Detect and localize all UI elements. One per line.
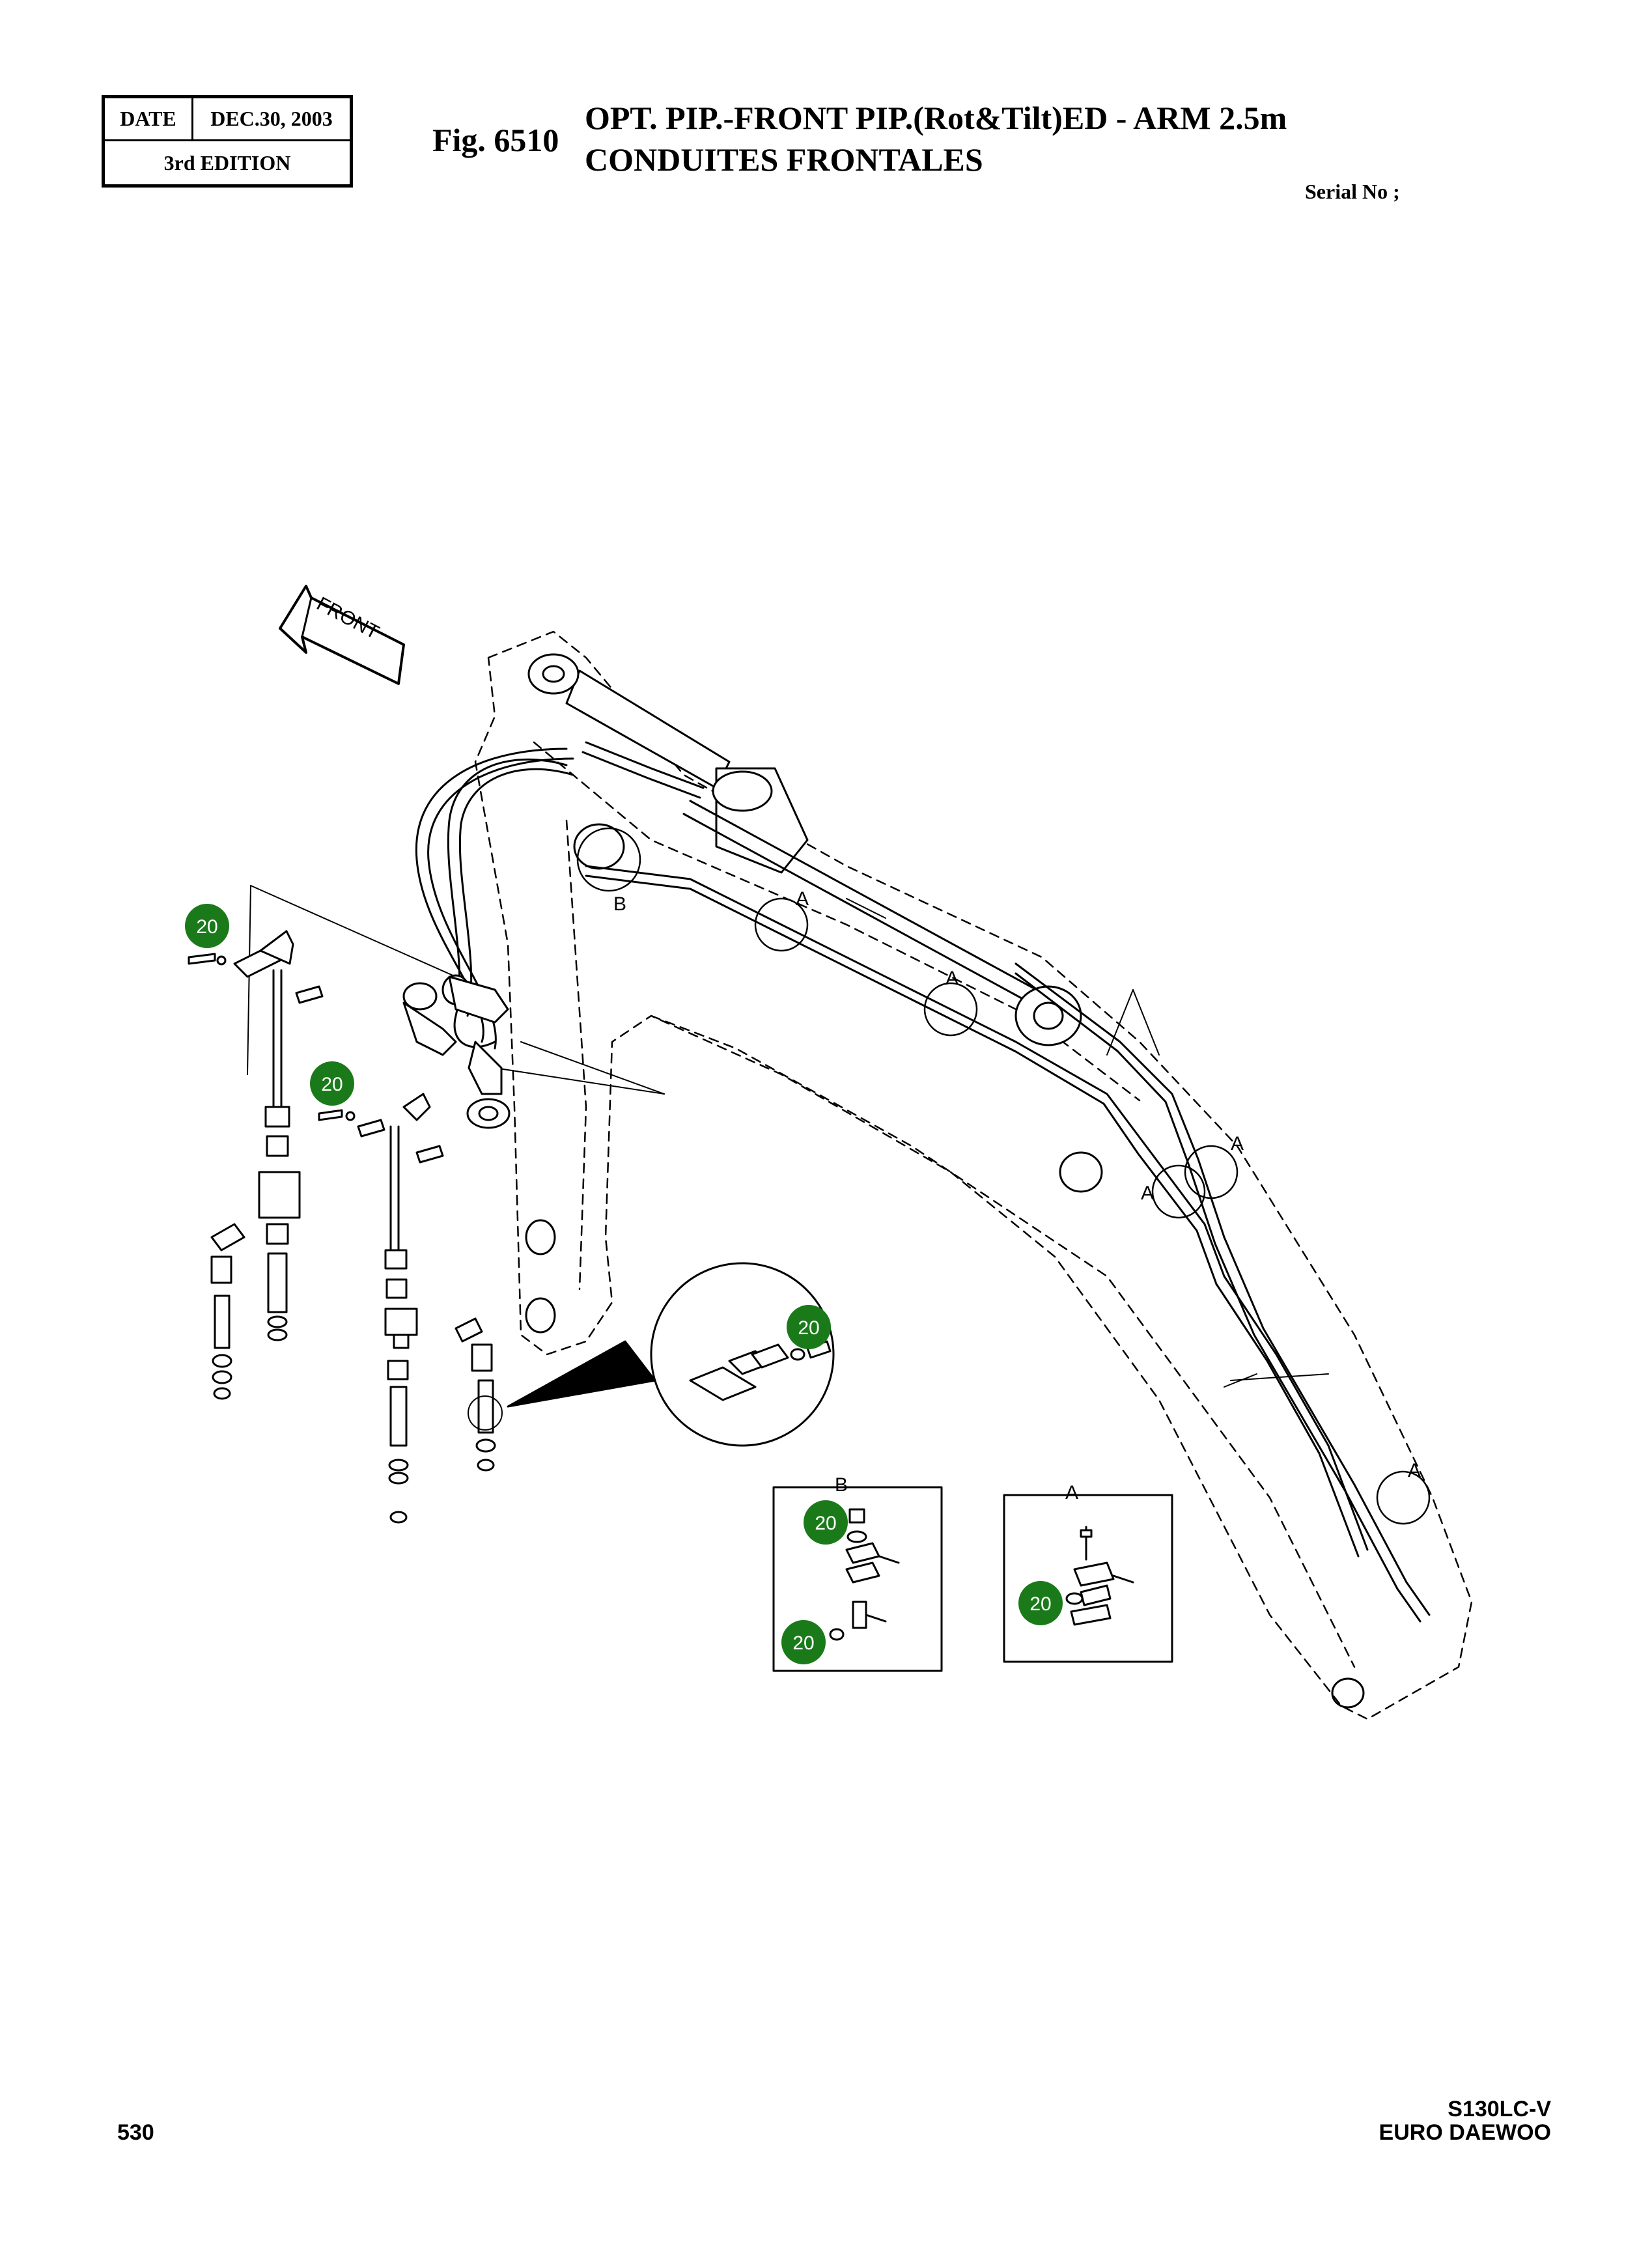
pipe-assembly-left <box>188 930 324 1400</box>
callout-badge: 20 <box>310 1061 354 1106</box>
pipe-assembly-center <box>318 1093 503 1524</box>
detail-label-a: A <box>945 968 959 989</box>
rotator-fittings <box>402 974 511 1129</box>
date-label: DATE <box>105 98 193 141</box>
boom-cylinder <box>525 653 1365 1709</box>
svg-text:20: 20 <box>196 916 217 938</box>
callout-badge: 20 <box>1018 1581 1063 1625</box>
boom-outline <box>474 630 1473 1720</box>
leader-lines <box>247 885 1329 1388</box>
callout-badge: 20 <box>787 1305 831 1349</box>
model-info: S130LC-V EURO DAEWOO <box>1379 2097 1551 2145</box>
page-title: OPT. PIP.-FRONT PIP.(Rot&Tilt)ED - ARM 2… <box>585 100 1287 136</box>
detail-box-b-label: B <box>835 1474 848 1496</box>
svg-text:20: 20 <box>321 1074 343 1095</box>
callout-badges: 20 20 20 20 20 20 <box>185 904 1063 1664</box>
detail-label-b: B <box>613 893 626 915</box>
page-number: 530 <box>117 2120 154 2145</box>
detail-label-a: A <box>1141 1182 1154 1204</box>
date-edition-box: DATE DEC.30, 2003 3rd EDITION <box>102 95 353 188</box>
detail-circles <box>576 827 1431 1525</box>
front-arrow-icon <box>279 585 405 685</box>
detail-label-a: A <box>796 888 809 910</box>
svg-text:20: 20 <box>815 1513 836 1534</box>
detail-label-a: A <box>1408 1460 1421 1481</box>
detail-box-b <box>772 1486 943 1672</box>
magnified-detail <box>507 1262 835 1447</box>
detail-box-a-label: A <box>1065 1482 1078 1504</box>
detail-box-a <box>1003 1494 1173 1663</box>
serial-number-label: Serial No ; <box>1305 180 1400 203</box>
model-name: S130LC-V <box>1448 2097 1551 2121</box>
callout-badge: 20 <box>781 1620 826 1664</box>
edition-label: 3rd EDITION <box>163 150 291 175</box>
callout-badge: 20 <box>804 1500 848 1545</box>
svg-text:20: 20 <box>798 1317 819 1339</box>
date-value: DEC.30, 2003 <box>193 98 350 141</box>
brand-name: EURO DAEWOO <box>1379 2120 1551 2145</box>
callout-badge: 20 <box>185 904 229 948</box>
svg-text:20: 20 <box>792 1632 814 1654</box>
figure-number: Fig. 6510 <box>432 122 559 158</box>
steel-pipes <box>585 865 1431 1623</box>
detail-label-a: A <box>1231 1133 1244 1154</box>
page-subtitle: CONDUITES FRONTALES <box>585 141 983 178</box>
svg-text:20: 20 <box>1029 1593 1051 1615</box>
